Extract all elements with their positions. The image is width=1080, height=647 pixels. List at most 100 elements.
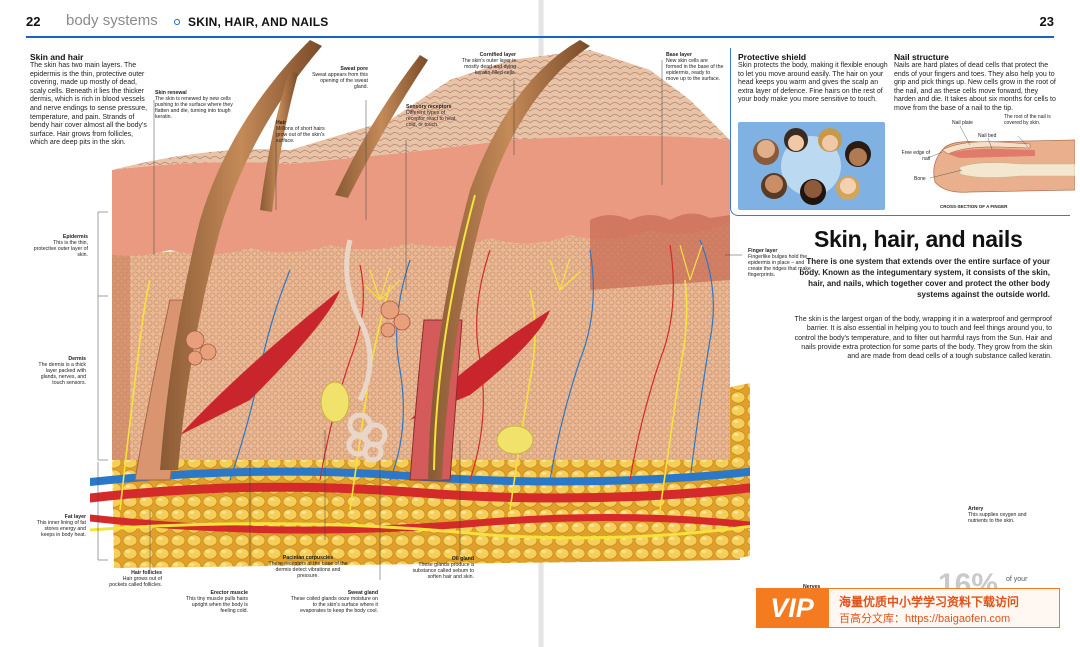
label-epidermis-text: This is the thin, protective outer layer… bbox=[33, 240, 88, 258]
hair-shaft-right bbox=[428, 40, 590, 480]
label-nerves: Nerves bbox=[803, 584, 843, 590]
dermis-side-shade bbox=[112, 250, 130, 460]
bone-label: Bone bbox=[914, 176, 926, 182]
label-dermis-title: Dermis bbox=[68, 356, 86, 362]
label-fat-layer: Fat layer This inner lining of fat store… bbox=[30, 514, 86, 538]
lower-artery bbox=[90, 514, 750, 534]
finger-ridges-shape bbox=[590, 213, 730, 290]
label-cornified-layer-text: The skin's outer layer is mostly dead an… bbox=[461, 58, 516, 76]
label-sensory-receptors: Sensory receptors Different types of rec… bbox=[406, 104, 462, 128]
label-hair-text: Millions of short hairs grow out of the … bbox=[276, 126, 325, 144]
hair-core-yellow bbox=[433, 194, 476, 471]
label-base-layer: Base layer New skin cells are formed in … bbox=[666, 52, 724, 82]
label-skin-renewal: Skin renewal The skin is renewed by new … bbox=[155, 90, 233, 120]
cornified-layer-shape bbox=[112, 50, 730, 170]
label-fat-layer-text: This inner lining of fat stores energy a… bbox=[36, 520, 86, 538]
label-erector-muscle: Erector muscle This tiny muscle pulls ha… bbox=[186, 590, 248, 614]
page-title: Skin, hair, and nails bbox=[814, 226, 1023, 252]
dermis-shape bbox=[112, 220, 730, 460]
label-sweat-pore-text: Sweat appears from this opening of the s… bbox=[312, 72, 368, 90]
nail-structure-title: Nail structure bbox=[894, 52, 949, 62]
finger-cross-section-diagram: Nail plate Nail bed The root of the nail… bbox=[901, 114, 1075, 209]
nail-structure-text: Nails are hard plates of dead cells that… bbox=[894, 62, 1056, 112]
hair-shaft-middle bbox=[260, 70, 298, 212]
nail-plate-shape bbox=[941, 141, 1031, 155]
main-paragraph: The skin is the largest organ of the bod… bbox=[794, 316, 1052, 361]
label-oil-gland-title: Oil gland bbox=[451, 556, 474, 562]
label-fat-layer-title: Fat layer bbox=[64, 514, 86, 520]
erector-muscle-left bbox=[180, 290, 340, 435]
label-nerves-title: Nerves bbox=[803, 584, 821, 590]
finger-diagram-caption: CROSS-SECTION OF A FINGER bbox=[940, 204, 1008, 209]
label-epidermis-title: Epidermis bbox=[62, 234, 88, 240]
label-sensory-receptors-text: Different types of receptor react to hea… bbox=[406, 110, 457, 128]
label-base-layer-title: Base layer bbox=[666, 52, 692, 58]
label-sweat-gland: Sweat gland These coiled glands ooze moi… bbox=[286, 590, 378, 614]
label-sweat-pore: Sweat pore Sweat appears from this openi… bbox=[312, 66, 368, 90]
faces bbox=[753, 128, 871, 205]
nail-plate-label: Nail plate bbox=[952, 120, 973, 126]
protective-shield-text: Skin protects the body, making it flexib… bbox=[738, 62, 888, 104]
epidermis-shape bbox=[112, 130, 730, 256]
label-pacinian-corpuscles-text: These receptors at the base of the dermi… bbox=[268, 561, 348, 579]
nail-bed-label: Nail bed bbox=[978, 133, 997, 139]
label-sweat-pore-title: Sweat pore bbox=[340, 66, 368, 72]
page-header: 22 body systems SKIN, HAIR, AND NAILS 23 bbox=[26, 10, 1054, 38]
skin-and-hair-text: The skin has two main layers. The epider… bbox=[30, 62, 148, 147]
label-skin-renewal-text: The skin is renewed by new cells pushing… bbox=[155, 96, 233, 120]
sebaceous-glands bbox=[185, 300, 411, 366]
label-pacinian-corpuscles-title: Pacinian corpuscles bbox=[282, 555, 334, 561]
label-base-layer-text: New skin cells are formed in the base of… bbox=[666, 58, 724, 82]
label-sweat-gland-text: These coiled glands ooze moisture on to … bbox=[290, 596, 378, 614]
label-sweat-gland-title: Sweat gland bbox=[347, 590, 378, 596]
label-oil-gland-text: These glands produce a substance called … bbox=[412, 562, 474, 580]
label-finger-layer-text: Fingerlike bulges hold the epidermis in … bbox=[748, 254, 811, 278]
label-hair-follicles-text: Hair grows out of pockets called follicl… bbox=[109, 576, 162, 588]
pacinian-corpuscle-left bbox=[320, 381, 350, 423]
label-artery: Artery This supplies oxygen and nutrient… bbox=[968, 506, 1038, 524]
label-erector-muscle-text: This tiny muscle pulls hairs upright whe… bbox=[186, 596, 248, 614]
label-hair-follicles: Hair follicles Hair grows out of pockets… bbox=[106, 570, 162, 588]
sweat-gland-coil bbox=[344, 239, 388, 463]
watermark-text-box: 海量优质中小学学习资料下载访问 百高分文库：https://baigaofen.… bbox=[828, 588, 1060, 628]
circle-bullet-icon bbox=[174, 19, 180, 25]
fact-text: of your bbox=[1006, 576, 1028, 583]
group-of-people-photo bbox=[738, 122, 885, 210]
nail-bed-shape bbox=[948, 148, 1035, 158]
skin-and-hair-block: Skin and hair The skin has two main laye… bbox=[30, 52, 148, 148]
label-hair-follicles-title: Hair follicles bbox=[131, 570, 162, 576]
info-box-frame bbox=[730, 48, 1070, 216]
label-artery-title: Artery bbox=[968, 506, 984, 512]
section-word: body systems bbox=[66, 12, 158, 29]
chapter-title: SKIN, HAIR, AND NAILS bbox=[188, 15, 329, 29]
hair-shaft-left bbox=[160, 40, 322, 470]
artery-vessel bbox=[90, 482, 750, 503]
label-cornified-layer: Cornified layer The skin's outer layer i… bbox=[448, 52, 516, 76]
label-erector-muscle-title: Erector muscle bbox=[210, 590, 248, 596]
finger-bone-shape bbox=[959, 162, 1075, 178]
free-edge-label-wrap: Free edge of nail bbox=[901, 150, 930, 162]
nerve-fiber-main bbox=[90, 522, 750, 540]
vip-badge: VIP bbox=[756, 588, 828, 628]
label-cornified-layer-title: Cornified layer bbox=[479, 52, 516, 58]
pacinian-corpuscle-right bbox=[496, 425, 534, 455]
nail-root-label: The root of the nail is covered by skin. bbox=[1004, 114, 1051, 126]
label-hair: Hair Millions of short hairs grow out of… bbox=[276, 120, 336, 144]
label-pacinian-corpuscles: Pacinian corpuscles These receptors at t… bbox=[268, 555, 348, 579]
right-page-number: 23 bbox=[1039, 14, 1054, 29]
sensory-receptor-nerves bbox=[364, 244, 703, 301]
free-edge-label: Free edge of nail bbox=[901, 150, 930, 162]
nail-root-label-wrap: The root of the nail is covered by skin. bbox=[1004, 114, 1051, 126]
skin-and-hair-title: Skin and hair bbox=[30, 52, 84, 62]
nail-structure-block: Nail structure Nails are hard plates of … bbox=[894, 52, 1056, 114]
label-finger-layer-title: Finger layer bbox=[748, 248, 778, 254]
watermark-banner: VIP 海量优质中小学学习资料下载访问 百高分文库：https://baigao… bbox=[756, 588, 1060, 628]
label-sensory-receptors-title: Sensory receptors bbox=[406, 104, 452, 110]
label-skin-renewal-title: Skin renewal bbox=[155, 90, 187, 96]
people-photo-illustration bbox=[738, 122, 885, 210]
label-artery-text: This supplies oxygen and nutrients to th… bbox=[968, 512, 1027, 524]
label-dermis-text: The dermis is a thick layer packed with … bbox=[38, 362, 86, 386]
watermark-line-2: 百高分文库：https://baigaofen.com bbox=[839, 613, 1011, 625]
label-epidermis: Epidermis This is the thin, protective o… bbox=[30, 234, 88, 258]
